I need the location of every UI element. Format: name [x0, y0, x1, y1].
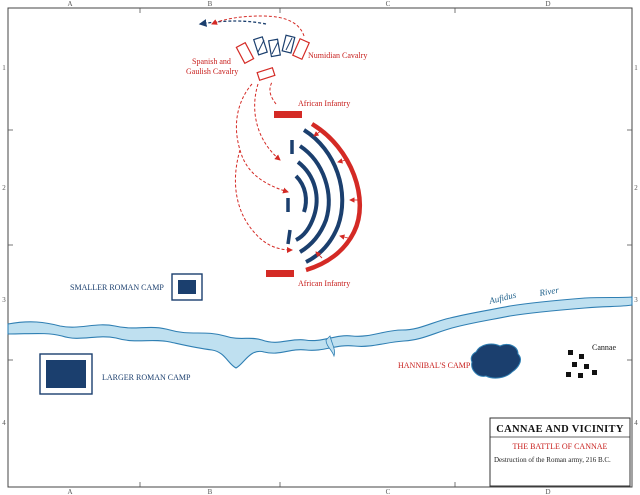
african-infantry-top-label: African Infantry: [298, 99, 350, 108]
cavalry-movement-arrows: [211, 15, 305, 253]
title-block-title: CANNAE AND VICINITY: [496, 424, 624, 435]
cannae-town-marker: [566, 350, 597, 378]
map-frame: [7, 7, 633, 488]
cavalry-units: [235, 34, 311, 82]
numidian-cavalry-label: Numidian Cavalry: [308, 51, 367, 60]
grid-row-2-left: 2: [2, 184, 6, 192]
african-infantry-bottom-label: African Infantry: [298, 279, 350, 288]
river-label-river: River: [538, 285, 560, 298]
smaller-roman-camp: [178, 280, 196, 294]
grid-col-d-bottom: D: [545, 488, 550, 495]
carthaginian-infantry-crescent: [305, 122, 363, 273]
grid-row-3-left: 3: [2, 296, 6, 304]
grid-col-d-top: D: [545, 0, 550, 8]
grid-col-c-bottom: C: [386, 488, 391, 495]
larger-roman-camp-label: LARGER ROMAN CAMP: [102, 373, 191, 382]
aufidus-river: [7, 296, 633, 369]
grid-row-2-right: 2: [634, 184, 638, 192]
spanish-gaulish-cavalry-label-2: Gaulish Cavalry: [186, 67, 238, 76]
hannibals-camp-label: HANNIBAL'S CAMP: [398, 361, 471, 370]
grid-row-4-left: 4: [2, 419, 6, 427]
grid-col-b-top: B: [208, 0, 213, 8]
title-block-caption: Destruction of the Roman army, 216 B.C.: [494, 456, 611, 464]
smaller-roman-camp-outline: [171, 273, 203, 301]
grid-row-1-right: 1: [634, 64, 638, 72]
smaller-roman-camp-label: SMALLER ROMAN CAMP: [70, 283, 164, 292]
larger-roman-camp-outline: [39, 353, 93, 395]
grid-row-4-right: 4: [634, 419, 638, 427]
grid-col-c-top: C: [386, 0, 391, 8]
cannae-label: Cannae: [592, 343, 616, 352]
grid-row-3-right: 3: [634, 296, 638, 304]
african-infantry-top: [274, 111, 302, 118]
grid-col-b-bottom: B: [208, 488, 213, 495]
title-block-subtitle: THE BATTLE OF CANNAE: [513, 442, 608, 451]
title-block: CANNAE AND VICINITY THE BATTLE OF CANNAE…: [489, 417, 631, 487]
larger-roman-camp: [46, 360, 86, 388]
river-inlet: [325, 335, 335, 358]
grid-col-a-bottom: A: [67, 488, 72, 495]
hannibals-camp-area: [470, 343, 521, 379]
roman-maniple-marks: [286, 140, 294, 245]
grid-row-1-left: 1: [2, 64, 6, 72]
roman-cavalry-flight-arrow: [198, 19, 267, 27]
encirclement-arrows: [313, 129, 360, 259]
cavalry-slashes: [257, 37, 293, 55]
african-infantry-bottom: [266, 270, 294, 277]
grid-ticks: [8, 8, 632, 487]
grid-col-a-top: A: [67, 0, 72, 8]
spanish-gaulish-cavalry-label-1: Spanish and: [192, 57, 231, 66]
